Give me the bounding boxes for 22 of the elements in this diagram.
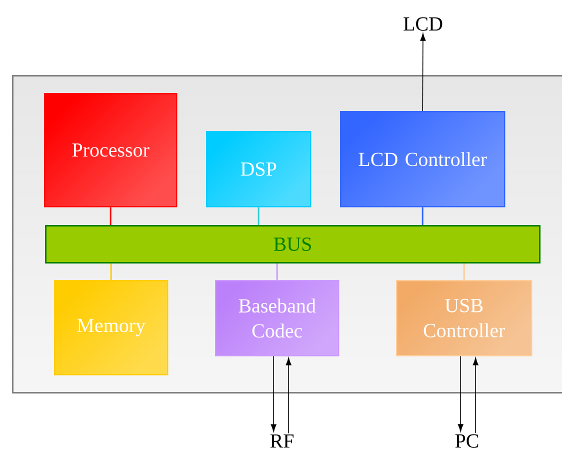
bus-connector: [463, 264, 465, 280]
bus-connector: [422, 207, 424, 225]
memory-box: Memory: [54, 280, 168, 376]
bus-bar: BUS: [45, 225, 540, 264]
arrow: [286, 358, 292, 434]
bus-connector: [110, 207, 112, 225]
controller-box: LCD Controller: [340, 111, 506, 208]
controller-box: USB Controller: [396, 280, 532, 356]
processor-box: Processor: [44, 93, 178, 208]
bus-connector: [110, 264, 112, 280]
arrow: [458, 356, 464, 432]
arrow: [420, 33, 426, 112]
arrow: [472, 358, 478, 434]
chip-box: [12, 75, 562, 394]
dsp-box: DSP: [206, 131, 312, 208]
bus-connector: [258, 207, 260, 225]
signal-label: RF: [270, 434, 294, 448]
codec-box: Baseband Codec: [215, 280, 340, 356]
bus-connector: [276, 264, 278, 280]
signal-label: PC: [455, 434, 478, 448]
signal-label: LCD: [404, 17, 442, 31]
arrow: [270, 356, 276, 432]
